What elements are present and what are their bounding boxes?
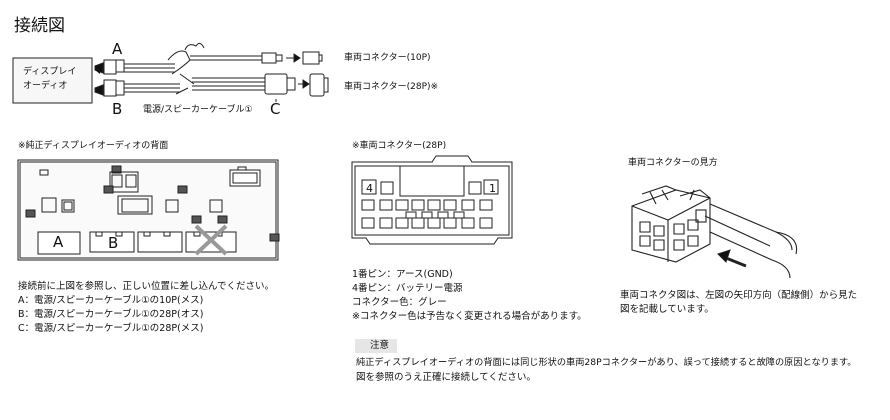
- marker-b: B: [112, 100, 123, 118]
- view-caption-line: 車両コネクタ図は、左図の矢印方向（配線側）から見た: [620, 290, 858, 301]
- caution-badge: [355, 339, 397, 353]
- port-b-label: B: [108, 234, 119, 252]
- caution-title: 注意: [370, 340, 390, 351]
- connector-3d-view: [631, 185, 798, 279]
- spec-line: コネクター色：グレー: [352, 297, 447, 308]
- view-arrow: [725, 256, 747, 268]
- back-panel-heading: ※純正ディスプレイオーディオの背面: [18, 141, 169, 151]
- cable-a-upper: [124, 63, 175, 73]
- cable-to-10p: [190, 55, 262, 61]
- caution-line: 図を参照のうえ正確に接続してください。: [356, 372, 536, 383]
- cable-b-lower: [124, 83, 180, 93]
- arrow-a: [95, 66, 100, 74]
- cable-junction: [167, 50, 195, 95]
- view-heading: 車両コネクターの見方: [628, 158, 718, 168]
- connector-28p-label: 車両コネクター(28P)※: [344, 82, 439, 92]
- connector-10p-plug: [261, 51, 323, 65]
- spec-line: 1番ピン：アース(GND): [352, 269, 453, 280]
- view-caption-line: 図を記載しています。: [620, 304, 714, 315]
- port-b: [89, 231, 135, 253]
- marker-a: A: [112, 40, 123, 58]
- connector-b-plug: [94, 79, 125, 97]
- port-a: [37, 231, 81, 255]
- port-b-mid: [137, 231, 183, 253]
- cable-label: 電源/スピーカーケーブル①: [143, 105, 253, 115]
- display-audio-unit: [12, 57, 93, 104]
- prohibited-mark: [194, 224, 228, 256]
- instruction-line: A：電源/スピーカーケーブル①の10P(メス): [18, 295, 204, 306]
- instruction-line: C：電源/スピーカーケーブル①の28P(メス): [18, 323, 204, 334]
- instruction-line: 接続前に上図を参照し、正しい位置に差し込んでください。: [18, 281, 275, 292]
- instruction-line: B：電源/スピーカーケーブル①の28P(オス): [18, 309, 204, 320]
- page-title: 接続図: [14, 16, 65, 36]
- connector-10p-label: 車両コネクター(10P): [344, 53, 431, 63]
- wire-bundle: [704, 203, 793, 279]
- marker-c: C: [270, 100, 281, 118]
- back-panel: [17, 159, 280, 261]
- pin-grid: [361, 199, 493, 229]
- port-a-label: A: [53, 233, 64, 251]
- vehicle-connector-28p-face: [351, 155, 513, 245]
- display-audio-label-line2: オーディオ: [23, 81, 68, 91]
- spec-line: ※コネクター色は予告なく変更される場合があります。: [352, 311, 587, 322]
- caution-line: 純正ディスプレイオーディオの背面には同じ形状の車両28Pコネクターがあり、誤って…: [356, 357, 857, 368]
- pin1-label: 1: [489, 182, 496, 195]
- pin4-label: 4: [366, 182, 373, 195]
- cable-to-28p: [192, 77, 265, 91]
- connector-28p-plug: [264, 73, 329, 97]
- vehicle-connector-heading: ※車両コネクター(28P): [352, 141, 447, 151]
- display-audio-label-line1: ディスプレイ: [23, 67, 77, 77]
- spec-line: 4番ピン：バッテリー電源: [352, 283, 463, 294]
